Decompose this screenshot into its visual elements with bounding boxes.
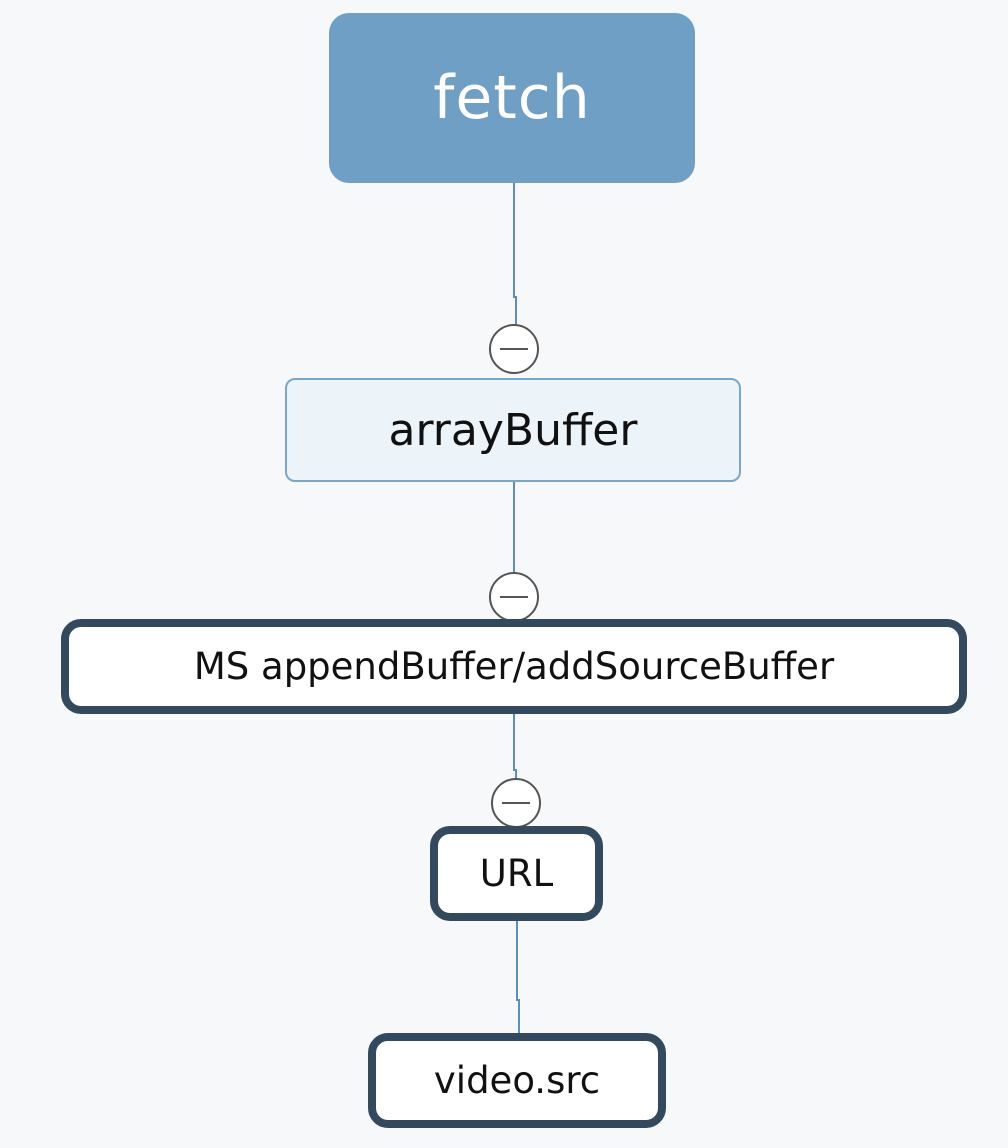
node-arraybuffer[interactable]: arrayBuffer <box>285 378 741 482</box>
node-ms-appendbuffer[interactable]: MS appendBuffer/addSourceBuffer <box>61 619 967 714</box>
node-fetch[interactable]: fetch <box>329 13 695 183</box>
collapse-minus-icon[interactable] <box>489 572 539 622</box>
connector-ms-url <box>513 714 517 780</box>
node-url[interactable]: URL <box>430 826 603 921</box>
collapse-minus-icon[interactable] <box>491 778 541 828</box>
connector-fetch-arraybuffer <box>513 183 517 325</box>
collapse-minus-icon[interactable] <box>489 324 539 374</box>
connector-url-video <box>516 921 520 1033</box>
node-video-src[interactable]: video.src <box>368 1033 666 1128</box>
